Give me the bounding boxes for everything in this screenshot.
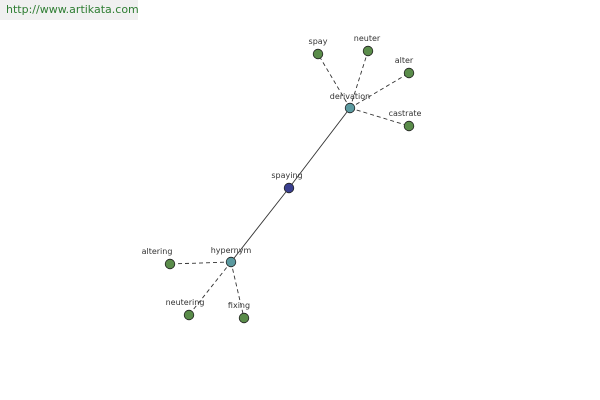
node-leaf-neuter[interactable] [362,45,374,57]
edge-derivation-neuter [349,50,369,109]
label-hub-derivation: derivation [330,92,370,101]
edge-derivation-spay [317,53,351,109]
edge-derivation-castrate [349,107,410,127]
label-center: spaying [271,171,302,180]
node-leaf-castrate[interactable] [403,120,415,132]
edge-hypernym-fixing [230,261,245,319]
label-leaf-fixing: fixing [228,301,250,310]
node-hub-hypernym[interactable] [225,256,237,268]
edge-derivation-alter [349,72,410,109]
node-leaf-altering[interactable] [164,258,176,270]
edge-center-derivation [288,107,351,189]
node-center[interactable] [283,182,295,194]
graph-labels: spaying derivation hypernym spay neuter alter… [142,34,422,310]
label-leaf-alter: alter [395,56,414,65]
label-leaf-neuter: neuter [354,34,381,43]
node-leaf-neutering[interactable] [183,309,195,321]
graph-edges [169,50,410,319]
edge-hypernym-neutering [188,261,232,316]
label-hub-hypernym: hypernym [211,246,252,255]
edge-hypernym-altering [169,261,232,265]
edge-center-hypernym [230,187,290,263]
node-leaf-fixing[interactable] [238,312,250,324]
node-leaf-alter[interactable] [403,67,415,79]
label-leaf-castrate: castrate [389,109,422,118]
watermark-url: http://www.artikata.com [0,0,139,20]
node-leaf-spay[interactable] [312,48,324,60]
graph-nodes [164,45,415,324]
label-leaf-altering: altering [142,247,173,256]
label-leaf-spay: spay [309,37,328,46]
label-leaf-neutering: neutering [166,298,205,307]
node-hub-derivation[interactable] [344,102,356,114]
